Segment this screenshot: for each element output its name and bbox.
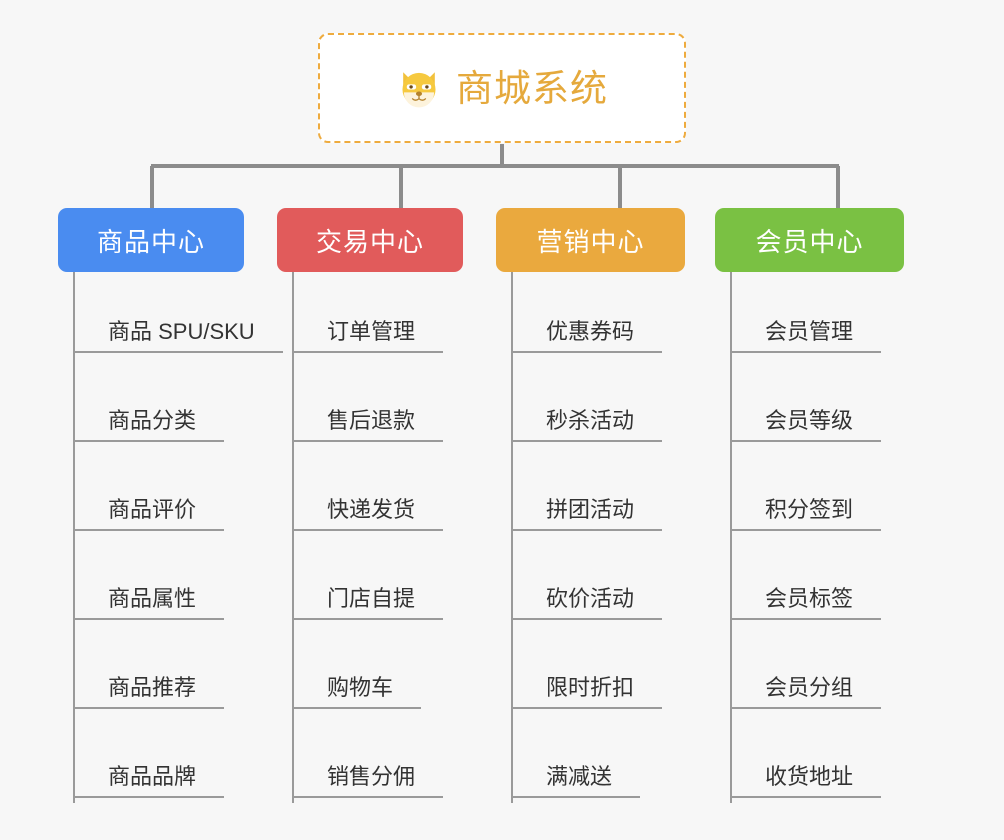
- leaf-label: 优惠券码: [513, 318, 663, 353]
- leaf-label: 会员分组: [732, 674, 882, 709]
- leaf-label: 砍价活动: [513, 585, 663, 620]
- branch-head-label: 交易中心: [315, 226, 424, 257]
- leaf-item[interactable]: 商品品牌: [75, 714, 279, 803]
- leaf-label: 订单管理: [294, 318, 444, 353]
- leaf-item[interactable]: 会员管理: [732, 272, 936, 358]
- leaf-item[interactable]: 销售分佣: [294, 714, 498, 803]
- leaf-item[interactable]: 收货地址: [732, 714, 936, 803]
- leaf-label: 会员等级: [732, 407, 882, 442]
- leaf-item[interactable]: 拼团活动: [513, 447, 717, 536]
- leaf-label: 限时折扣: [513, 674, 663, 709]
- leaf-item[interactable]: 限时折扣: [513, 625, 717, 714]
- leaf-label: 商品推荐: [75, 674, 225, 709]
- leaf-item[interactable]: 售后退款: [294, 358, 498, 447]
- branch-head-2[interactable]: 营销中心: [496, 208, 685, 272]
- leaf-label: 销售分佣: [294, 763, 444, 798]
- branch-children-0: 商品 SPU/SKU 商品分类 商品评价 商品属性 商品推荐 商品品牌: [73, 272, 283, 803]
- branch-column-3: 会员中心 会员管理 会员等级 积分签到 会员标签 会员分组 收货地址: [715, 208, 934, 803]
- leaf-label: 会员管理: [732, 318, 882, 353]
- leaf-item[interactable]: 会员标签: [732, 536, 936, 625]
- leaf-label: 商品属性: [75, 585, 225, 620]
- branch-head-0[interactable]: 商品中心: [58, 208, 244, 272]
- branch-head-3[interactable]: 会员中心: [715, 208, 904, 272]
- leaf-label: 积分签到: [732, 496, 882, 531]
- leaf-item[interactable]: 订单管理: [294, 272, 498, 358]
- leaf-item[interactable]: 满减送: [513, 714, 717, 803]
- branch-columns: 商品中心 商品 SPU/SKU 商品分类 商品评价 商品属性 商品推荐 商品品牌…: [58, 208, 958, 803]
- leaf-item[interactable]: 优惠券码: [513, 272, 717, 358]
- branch-column-1: 交易中心 订单管理 售后退款 快递发货 门店自提 购物车 销售分佣: [277, 208, 496, 803]
- dog-face-icon: [402, 72, 436, 108]
- leaf-item[interactable]: 快递发货: [294, 447, 498, 536]
- branch-head-1[interactable]: 交易中心: [277, 208, 463, 272]
- leaf-label: 商品评价: [75, 496, 225, 531]
- leaf-label: 商品品牌: [75, 763, 225, 798]
- leaf-label: 商品分类: [75, 407, 225, 442]
- leaf-item[interactable]: 会员等级: [732, 358, 936, 447]
- branch-children-1: 订单管理 售后退款 快递发货 门店自提 购物车 销售分佣: [292, 272, 498, 803]
- leaf-label: 购物车: [294, 674, 422, 709]
- branch-head-label: 商品中心: [96, 226, 205, 257]
- leaf-item[interactable]: 商品属性: [75, 536, 279, 625]
- leaf-item[interactable]: 商品评价: [75, 447, 279, 536]
- leaf-item[interactable]: 门店自提: [294, 536, 498, 625]
- root-node[interactable]: 商城系统: [318, 33, 686, 143]
- leaf-label: 门店自提: [294, 585, 444, 620]
- leaf-label: 满减送: [513, 763, 641, 798]
- leaf-item[interactable]: 会员分组: [732, 625, 936, 714]
- leaf-label: 收货地址: [732, 763, 882, 798]
- leaf-item[interactable]: 商品分类: [75, 358, 279, 447]
- leaf-item[interactable]: 砍价活动: [513, 536, 717, 625]
- branch-column-2: 营销中心 优惠券码 秒杀活动 拼团活动 砍价活动 限时折扣 满减送: [496, 208, 715, 803]
- root-title: 商城系统: [456, 67, 608, 109]
- leaf-item[interactable]: 积分签到: [732, 447, 936, 536]
- branch-children-2: 优惠券码 秒杀活动 拼团活动 砍价活动 限时折扣 满减送: [511, 272, 717, 803]
- leaf-label: 会员标签: [732, 585, 882, 620]
- branch-head-label: 营销中心: [536, 226, 645, 257]
- root-node-wrapper: 商城系统: [0, 33, 1004, 143]
- leaf-label: 快递发货: [294, 496, 444, 531]
- leaf-item[interactable]: 购物车: [294, 625, 498, 714]
- branch-column-0: 商品中心 商品 SPU/SKU 商品分类 商品评价 商品属性 商品推荐 商品品牌: [58, 208, 283, 803]
- leaf-label: 秒杀活动: [513, 407, 663, 442]
- branch-children-3: 会员管理 会员等级 积分签到 会员标签 会员分组 收货地址: [730, 272, 936, 803]
- leaf-label: 商品 SPU/SKU: [75, 318, 283, 353]
- leaf-item[interactable]: 秒杀活动: [513, 358, 717, 447]
- leaf-item[interactable]: 商品推荐: [75, 625, 279, 714]
- leaf-label: 拼团活动: [513, 496, 663, 531]
- leaf-item[interactable]: 商品 SPU/SKU: [75, 272, 283, 358]
- leaf-label: 售后退款: [294, 407, 444, 442]
- branch-head-label: 会员中心: [755, 226, 864, 257]
